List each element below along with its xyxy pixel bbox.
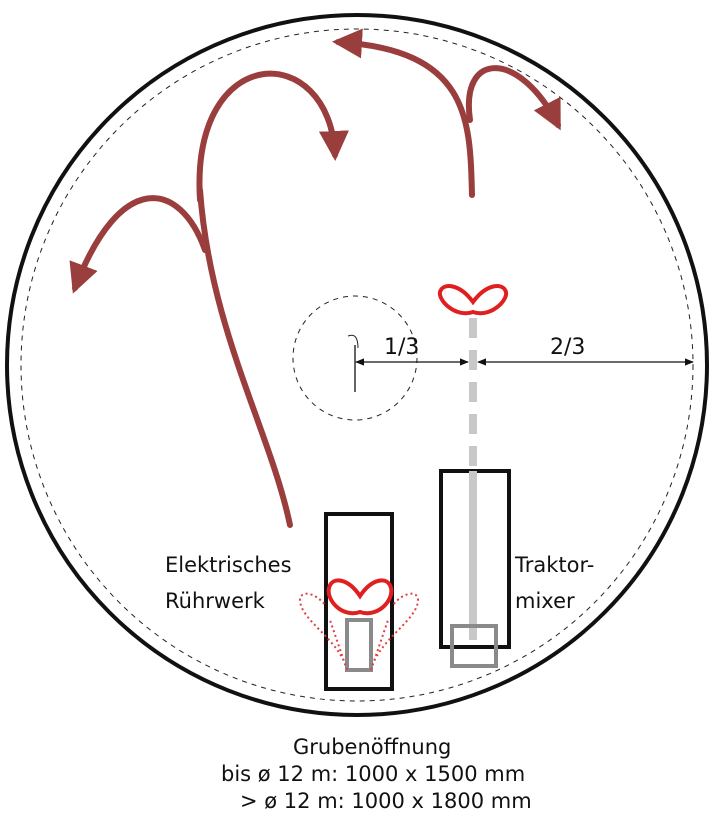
electric-mount: [345, 618, 373, 672]
electric-mixer: [298, 512, 420, 691]
tank-inner-dashed: [20, 28, 694, 702]
caption-line-1: bis ø 12 m: 1000 x 1500 mm: [221, 762, 526, 786]
center-mark: [347, 334, 359, 349]
tractor-mixer: [437, 284, 511, 668]
pit-opening-caption: Grubenöffnung bis ø 12 m: 1000 x 1500 mm…: [0, 734, 715, 815]
electric-mixer-box: [324, 512, 394, 691]
ratio-outer-label: 2/3: [550, 335, 585, 360]
propeller-icon: [326, 578, 394, 616]
electric-mixer-label-1: Elektrisches: [165, 553, 292, 577]
propeller-icon: [437, 284, 509, 316]
flow-arrows: [69, 28, 561, 528]
center-zone: [292, 295, 418, 421]
caption-line-2: > ø 12 m: 1000 x 1800 mm: [240, 789, 532, 813]
flow-arrow: [196, 70, 349, 203]
ratio-inner-label: 1/3: [384, 335, 419, 360]
tractor-mixer-label-1: Traktor-: [514, 553, 594, 577]
tractor-mount: [450, 624, 498, 668]
propeller-swing-dotted: [298, 592, 420, 671]
flow-arrow: [465, 65, 561, 131]
tank-wall: [5, 13, 709, 717]
flow-arrow: [69, 195, 208, 294]
flow-arrow: [197, 187, 293, 528]
electric-mixer-label-2: Rührwerk: [165, 589, 266, 613]
tractor-mixer-label-2: mixer: [515, 589, 575, 613]
flow-arrow: [332, 28, 475, 198]
caption-title: Grubenöffnung: [293, 735, 452, 759]
dimension-lines: [354, 345, 694, 392]
